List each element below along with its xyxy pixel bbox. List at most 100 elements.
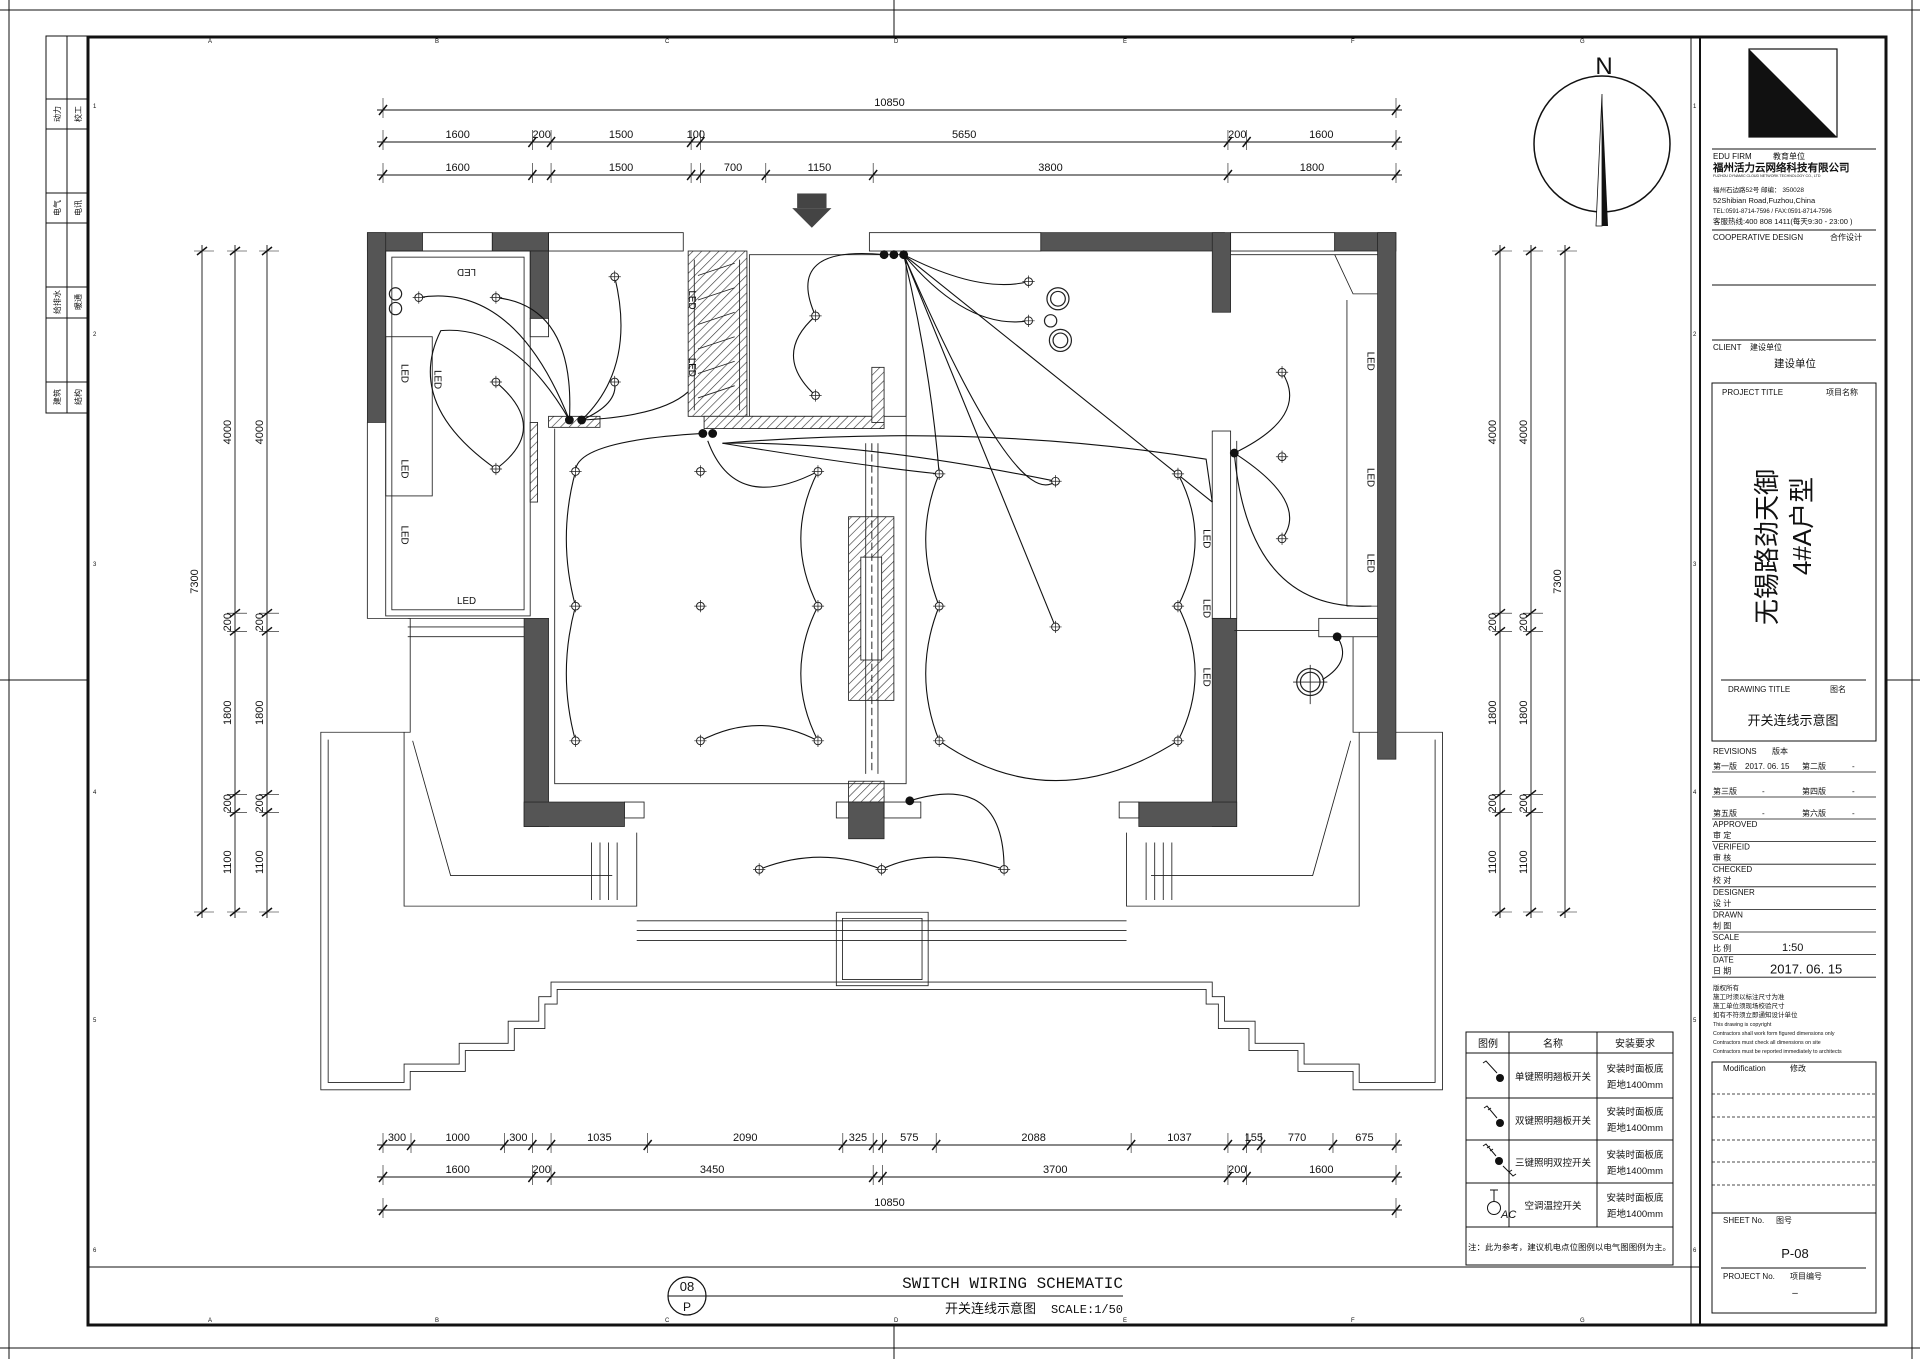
drawing-scale: SCALE:1/50: [1051, 1303, 1123, 1317]
dimension-value: 7300: [1552, 569, 1564, 593]
ac-thermostat-icon: [1293, 664, 1328, 705]
dimension-value: 770: [1288, 1132, 1306, 1144]
dimension-value: 1600: [445, 162, 469, 174]
modification-label-cn: 修改: [1790, 1063, 1806, 1073]
grid-letter: A: [208, 39, 212, 45]
role-label-en: SCALE: [1713, 933, 1739, 942]
ceiling-light-icon: [811, 465, 825, 478]
ceiling-light-icon: [694, 600, 707, 613]
strip-label: 电气: [52, 200, 62, 216]
dimension-value: 200: [1518, 794, 1530, 812]
fixtures: [388, 287, 1073, 353]
edu-firm-label-cn: 教育单位: [1773, 151, 1805, 161]
ceiling-light-icon: [569, 465, 582, 478]
dimension-value: 1100: [1487, 850, 1499, 874]
strip-label: 电讯: [73, 200, 83, 216]
role-label-en: VERIFEID: [1713, 843, 1750, 852]
switch-icon: [879, 250, 889, 260]
dimension-value: 7300: [189, 569, 201, 593]
copyright-line: 施工时须以标注尺寸为准: [1713, 992, 1785, 1001]
porch-outline: [320, 422, 1443, 1091]
client-label-cn: 建设单位: [1750, 342, 1782, 352]
led-strip-label: LED: [457, 596, 476, 607]
led-strip-label: LED: [1365, 352, 1376, 371]
legend-header-symbol: 图例: [1478, 1037, 1498, 1050]
dimension-value: 1800: [1300, 162, 1324, 174]
led-strip-label: LED: [432, 370, 443, 389]
led-strip-label: LED: [1201, 668, 1212, 687]
dimension-value: 4000: [1487, 420, 1499, 444]
address-cn: 福州石边路52号 邮编： 350028: [1713, 185, 1804, 194]
ceiling-light-icon: [1022, 314, 1035, 327]
copyright-line: This drawing is copyright: [1713, 1022, 1772, 1028]
dimension-value: 200: [533, 129, 551, 141]
ceiling-light-icon: [489, 291, 503, 304]
switch-icon: [905, 796, 915, 806]
interior-partitions: [385, 250, 1378, 785]
wire: [903, 254, 1213, 503]
dimension-value: 10850: [874, 1197, 905, 1209]
led-strip-label: LED: [398, 364, 409, 383]
dimension-value: 1100: [1518, 850, 1530, 874]
ceiling-light-icon: [933, 734, 946, 747]
client-value: 建设单位: [1774, 357, 1816, 370]
dimension-value: 1035: [587, 1132, 611, 1144]
north-arrow-icon: N: [1533, 53, 1671, 227]
grid-number: 4: [93, 790, 97, 796]
wire: [903, 254, 1029, 323]
drawing-sheet-letter: P: [683, 1300, 691, 1314]
copyright-notes: 版权所有施工时须以标注尺寸为准施工单位须现场校验尺寸如有不符须立即通知设计单位T…: [1713, 983, 1842, 1055]
company-name: 福州活力云网络科技有限公司: [1712, 161, 1850, 174]
ceiling-light-icon: [569, 734, 582, 747]
revision-label: 第一版: [1713, 761, 1737, 771]
address-en: 52Shibian Road,Fuzhou,China: [1713, 196, 1816, 205]
ac-thermostat-switch-icon: AC: [1487, 1189, 1516, 1221]
light-fixtures: [412, 270, 1289, 876]
ceiling-light-icon: [694, 465, 707, 478]
ceiling-light-icon: [809, 309, 822, 323]
wire: [903, 254, 1029, 286]
switch-icon: [1332, 632, 1342, 642]
wire: [707, 440, 819, 488]
grid-number: 3: [1693, 562, 1697, 568]
legend-name: 双键照明翘板开关: [1515, 1115, 1592, 1127]
firm-logo: [1748, 48, 1838, 138]
wire: [574, 432, 703, 472]
dimension-value: 200: [1228, 1164, 1246, 1176]
wire: [1322, 636, 1344, 681]
revision-value: -: [1762, 787, 1765, 796]
grid-letter: E: [1123, 1318, 1127, 1324]
dimension-value: 3450: [700, 1164, 724, 1176]
role-label-cn: 审 核: [1713, 853, 1731, 863]
grid-letter: G: [1580, 1318, 1585, 1324]
wiring-lines: [418, 253, 1372, 870]
grid-number: 5: [93, 1018, 97, 1024]
ceiling-light-icon: [1022, 275, 1035, 288]
wire: [581, 276, 622, 421]
switch-icon: [577, 415, 587, 425]
drawing-title-bar: 08 P SWITCH WIRING SCHEMATIC 开关连线示意图 SCA…: [667, 1275, 1123, 1317]
role-value: 1:50: [1782, 942, 1803, 954]
project-no-label-cn: 项目编号: [1790, 1271, 1822, 1281]
led-strip-label: LED: [686, 358, 697, 377]
dimension-value: 300: [509, 1132, 527, 1144]
copyright-line: 如有不符须立即通知设计单位: [1713, 1010, 1798, 1019]
wire: [903, 254, 1056, 486]
led-strip-label: LED: [1201, 599, 1212, 618]
dimension-value: 4000: [1518, 420, 1530, 444]
dimension-value: 155: [1245, 1132, 1263, 1144]
drawing-title-en: SWITCH WIRING SCHEMATIC: [902, 1275, 1123, 1293]
wire: [700, 471, 820, 743]
switch-icon: [899, 250, 909, 260]
client-label: CLIENT: [1713, 343, 1742, 352]
role-label-cn: 校 对: [1713, 875, 1731, 885]
led-strip-label: LED: [686, 290, 697, 309]
legend-header-requirement: 安装要求: [1615, 1037, 1655, 1050]
discipline-strip: 动力 校工 电气 电讯 给排水 暖通 建筑 结构: [45, 35, 89, 414]
legend-header-name: 名称: [1543, 1037, 1563, 1050]
dimension-value: 200: [222, 613, 234, 631]
role-label-en: DRAWN: [1713, 910, 1743, 919]
project-title-label-cn: 项目名称: [1826, 387, 1858, 397]
dimension-value: 1100: [254, 850, 266, 874]
